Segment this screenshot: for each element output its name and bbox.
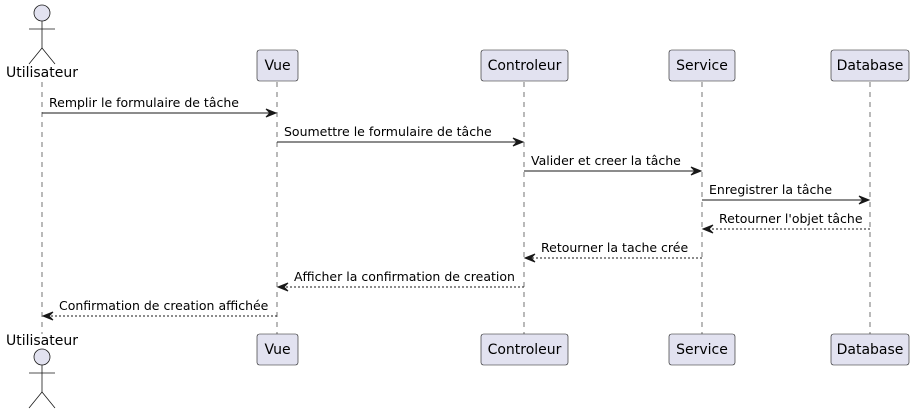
message-2: Soumettre le formulaire de tâche <box>277 124 525 147</box>
arrowhead <box>276 282 289 292</box>
participant-top-utilisateur-label: Utilisateur <box>6 65 78 81</box>
actor-icon <box>28 4 56 65</box>
participant-top-database-box: Database <box>830 49 910 82</box>
participant-top-vue-label: Vue <box>264 58 290 74</box>
participant-bottom-service-label: Service <box>676 342 728 358</box>
arrowhead <box>701 224 714 234</box>
message-label: Valider et creer la tâche <box>531 153 681 168</box>
participant-bottom-vue-label: Vue <box>264 342 290 358</box>
participant-top-utilisateur-actor: Utilisateur <box>6 4 78 81</box>
message-label: Retourner la tache crée <box>541 240 688 255</box>
participant-bottom-database-box: Database <box>830 333 910 366</box>
participant-bottom-controleur-box: Controleur <box>480 333 569 366</box>
arrowhead <box>512 137 525 147</box>
message-3: Valider et creer la tâche <box>524 153 703 176</box>
participant-bottom-database-label: Database <box>837 342 904 358</box>
participants-top: Utilisateur Vue Controleur Service Database <box>6 4 910 82</box>
lifelines <box>41 82 871 334</box>
message-label: Enregistrer la tâche <box>709 182 832 197</box>
participant-bottom-utilisateur-actor: Utilisateur <box>6 333 78 409</box>
participant-bottom-controleur-label: Controleur <box>488 342 562 358</box>
arrowhead <box>690 166 703 176</box>
message-6: Retourner la tache crée <box>523 240 702 263</box>
participant-top-database-label: Database <box>837 58 904 74</box>
arrowhead <box>265 108 278 118</box>
message-7: Afficher la confirmation de creation <box>276 269 524 292</box>
message-label: Afficher la confirmation de creation <box>294 269 515 284</box>
participant-top-service-box: Service <box>668 49 736 82</box>
message-5: Retourner l'objet tâche <box>701 211 870 234</box>
participant-bottom-service-box: Service <box>668 333 736 366</box>
message-8: Confirmation de creation affichée <box>41 298 277 321</box>
participant-bottom-vue-box: Vue <box>256 333 299 366</box>
participant-top-vue-box: Vue <box>256 49 299 82</box>
actor-icon <box>28 348 56 409</box>
messages: Remplir le formulaire de tâcheSoumettre … <box>41 95 871 321</box>
arrowhead <box>41 311 54 321</box>
message-4: Enregistrer la tâche <box>702 182 871 205</box>
message-1: Remplir le formulaire de tâche <box>42 95 278 118</box>
message-label: Remplir le formulaire de tâche <box>49 95 239 110</box>
participant-top-controleur-label: Controleur <box>488 58 562 74</box>
message-label: Retourner l'objet tâche <box>719 211 863 226</box>
arrowhead <box>523 253 536 263</box>
participant-bottom-utilisateur-label: Utilisateur <box>6 333 78 349</box>
participant-top-controleur-box: Controleur <box>480 49 569 82</box>
arrowhead <box>858 195 871 205</box>
message-label: Confirmation de creation affichée <box>59 298 269 313</box>
message-label: Soumettre le formulaire de tâche <box>284 124 492 139</box>
participant-top-service-label: Service <box>676 58 728 74</box>
